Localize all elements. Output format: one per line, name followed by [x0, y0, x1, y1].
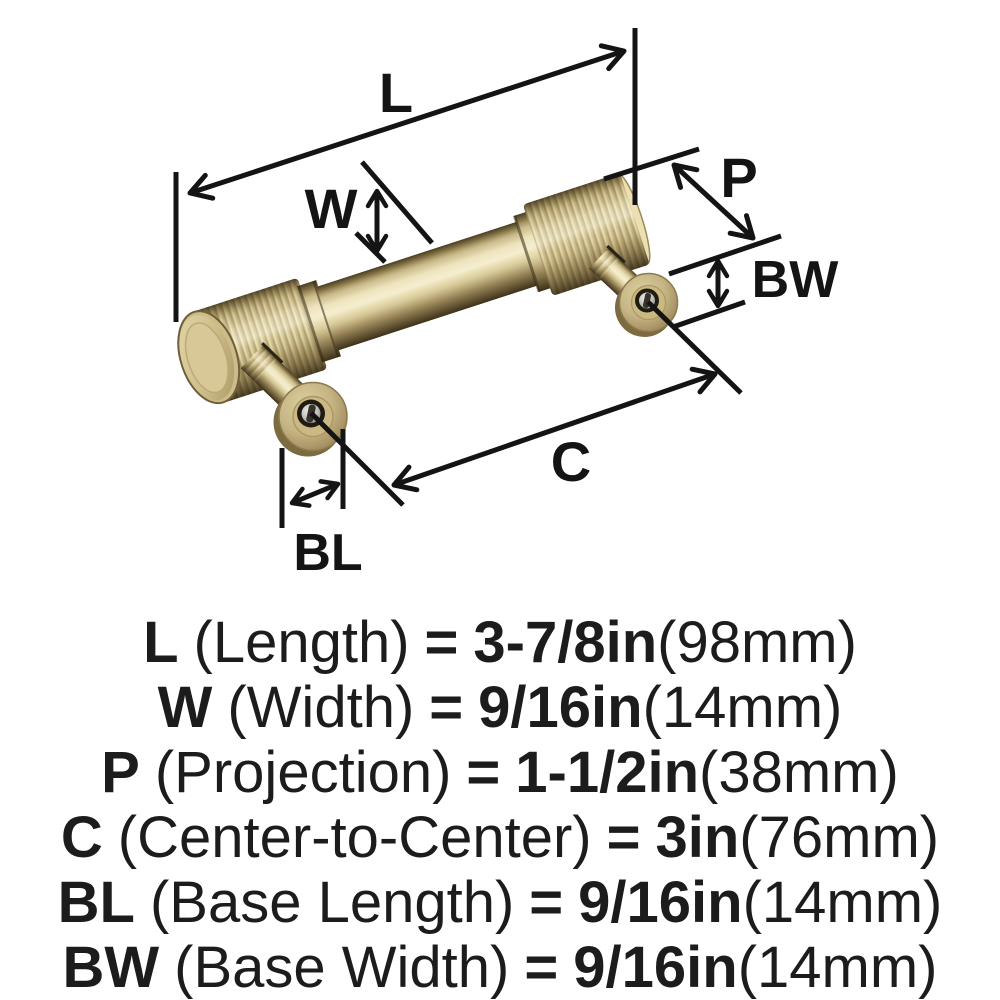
spec-value: 3-7/8in: [473, 610, 658, 675]
spec-value: 3in: [655, 805, 740, 870]
spec-line-length: L (Length) = 3-7/8in(98mm): [0, 610, 1000, 675]
leader-right-screw: [646, 300, 743, 395]
dim-label-length: L: [379, 61, 413, 124]
extension-lines: [173, 28, 782, 528]
spec-label: W: [157, 675, 213, 740]
spec-label: C: [60, 805, 103, 870]
spec-value: 9/16in: [573, 935, 738, 1000]
spec-metric: (38mm): [699, 740, 899, 805]
spec-line-base-width: BW (Base Width) = 9/16in(14mm): [0, 935, 1000, 1000]
leader-left-screw: [309, 411, 405, 507]
spec-equals: =: [606, 805, 641, 870]
spec-descriptor: (Center-to-Center): [117, 805, 592, 870]
spec-equals: =: [424, 610, 459, 675]
dim-label-width: W: [305, 177, 358, 240]
spec-list: L (Length) = 3-7/8in(98mm) W (Width) = 9…: [0, 610, 1000, 1000]
handle-body: [177, 173, 651, 405]
spec-label: BW: [62, 935, 160, 1000]
ext-tick-w-top: [360, 160, 434, 245]
left-cap-face: [177, 310, 241, 405]
spec-metric: (98mm): [657, 610, 857, 675]
spec-equals: =: [429, 675, 464, 740]
spec-line-projection: P (Projection) = 1-1/2in(38mm): [0, 740, 1000, 805]
dim-label-center-to-center: C: [551, 430, 591, 493]
dim-label-projection: P: [720, 146, 757, 209]
ext-line-bw-bottom: [672, 299, 746, 330]
ext-line-bw-top: [668, 233, 782, 277]
spec-descriptor: (Base Length): [149, 870, 515, 935]
dimension-labels: L W P C BL BW: [293, 61, 839, 582]
dim-label-base-width: BW: [752, 251, 840, 309]
spec-descriptor: (Base Width): [174, 935, 510, 1000]
dim-arrow-base-length: [289, 479, 341, 508]
spec-value: 9/16in: [478, 675, 643, 740]
dim-arrow-center-to-center: [391, 366, 718, 493]
spec-metric: (76mm): [739, 805, 940, 870]
spec-equals: =: [529, 870, 564, 935]
handle-bar: [316, 221, 539, 351]
spec-label: BL: [57, 870, 135, 935]
spec-metric: (14mm): [737, 935, 938, 1000]
spec-line-base-length: BL (Base Length) = 9/16in(14mm): [0, 870, 1000, 935]
dimension-arrows: [187, 43, 756, 508]
dim-arrow-projection: [671, 162, 756, 241]
spec-value: 9/16in: [578, 870, 743, 935]
spec-metric: (14mm): [742, 870, 943, 935]
dim-label-base-length: BL: [293, 524, 362, 582]
spec-descriptor: (Projection): [154, 740, 452, 805]
spec-value: 1-1/2in: [515, 740, 700, 805]
spec-descriptor: (Length): [193, 610, 410, 675]
spec-line-width: W (Width) = 9/16in(14mm): [0, 675, 1000, 740]
right-screw: [635, 288, 659, 313]
spec-equals: =: [466, 740, 501, 805]
spec-label: P: [101, 740, 140, 805]
ext-tick-w-bottom: [354, 231, 387, 264]
dim-arrow-length: [187, 43, 627, 201]
spec-line-center-to-center: C (Center-to-Center) = 3in(76mm): [0, 805, 1000, 870]
spec-label: L: [143, 610, 179, 675]
spec-equals: =: [524, 935, 559, 1000]
spec-descriptor: (Width): [227, 675, 415, 740]
spec-metric: (14mm): [642, 675, 843, 740]
